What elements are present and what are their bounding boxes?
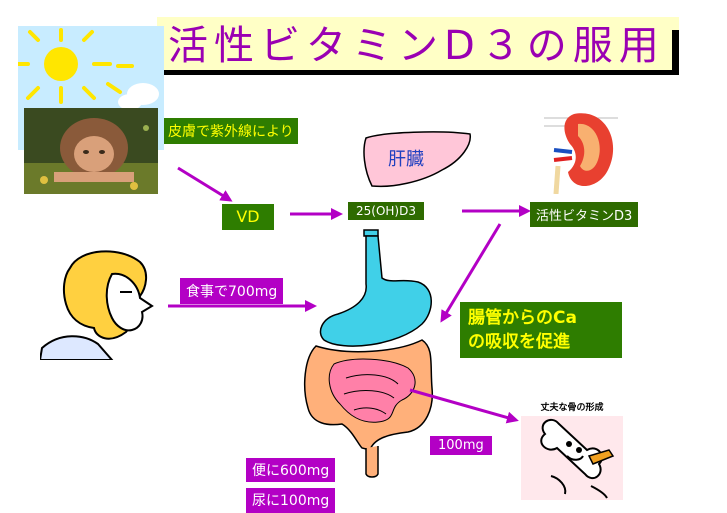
label-25ohd3: 25(OH)D3 — [348, 202, 424, 220]
label-feces-600mg: 便に600mg — [246, 458, 336, 482]
label-vd: VD — [222, 204, 274, 230]
title-shadow-right — [672, 30, 679, 72]
page-title: 活性ビタミンD３の服用 — [168, 23, 665, 69]
title-background — [157, 17, 679, 72]
label-diet-700mg: 食事で700mg — [180, 278, 284, 304]
label-skin-uv: 皮膚で紫外線により — [164, 118, 298, 144]
girl-photo — [24, 108, 158, 194]
label-ca-absorption-line2: の吸収を促進 — [468, 332, 570, 352]
woman-profile-clipart — [40, 250, 154, 360]
label-ca-absorption-line1: 腸管からのCa — [468, 308, 577, 328]
liver-shape — [363, 131, 471, 188]
label-urine-100mg: 尿に100mg — [246, 488, 336, 513]
label-ca-absorption: 腸管からのCa の吸収を促進 — [460, 302, 622, 358]
title-shadow-bottom — [163, 70, 679, 75]
label-active-vitamin-d3: 活性ビタミンD3 — [530, 202, 639, 227]
label-bone-100mg: 100mg — [430, 436, 492, 455]
kidney-clipart — [544, 113, 618, 194]
digestive-tract-diagram — [303, 229, 434, 478]
arrow-intestine-to-bone — [409, 388, 519, 424]
bone-caption: 丈夫な骨の形成 — [540, 401, 603, 413]
liver-label: 肝臓 — [388, 149, 424, 170]
bone-clipart: 丈夫な骨の形成 — [521, 394, 623, 500]
arrow-skin-to-vd — [177, 166, 233, 202]
arrow-active-to-intestine — [440, 223, 502, 323]
